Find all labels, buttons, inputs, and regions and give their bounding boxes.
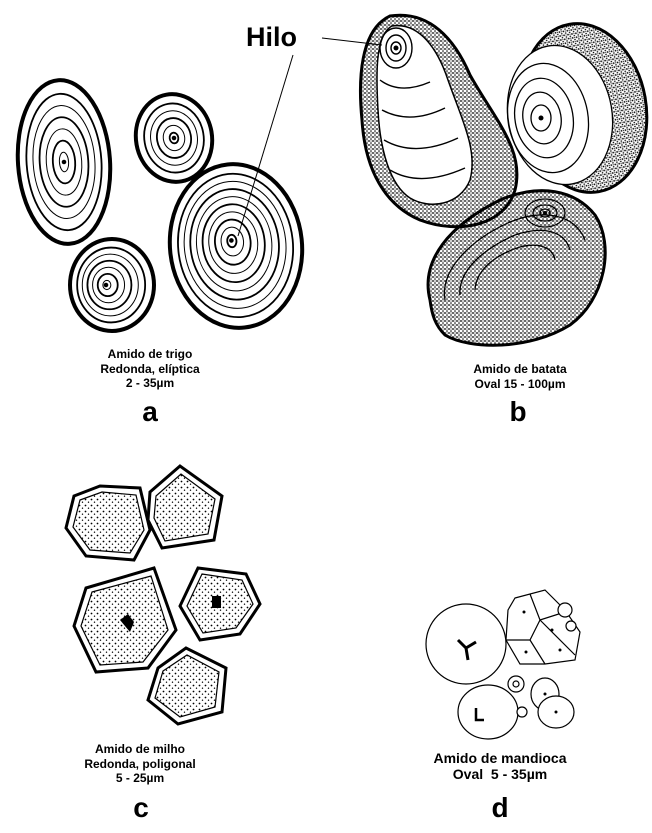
- caption-c: Amido de milho Redonda, poligonal 5 - 25…: [70, 742, 210, 786]
- wheat-starch-granules: [12, 77, 310, 334]
- panel-letter-b: b: [503, 396, 533, 428]
- corn-granule: [66, 486, 150, 560]
- caption-d: Amido de mandioca Oval 5 - 35µm: [410, 750, 590, 782]
- wheat-granule: [12, 77, 115, 247]
- corn-granule: [74, 568, 176, 672]
- potato-starch-granules: [360, 14, 652, 346]
- hilo-label: Hilo: [246, 22, 297, 53]
- caption-b-line-2: Oval 15 - 100µm: [450, 377, 590, 392]
- caption-d-line-1: Amido de mandioca: [410, 750, 590, 766]
- panel-letter-d: d: [485, 792, 515, 824]
- potato-granule: [360, 15, 517, 227]
- caption-c-line-3: 5 - 25µm: [70, 771, 210, 786]
- caption-a-line-3: 2 - 35µm: [80, 376, 220, 391]
- corn-granule: [148, 648, 226, 724]
- caption-c-line-2: Redonda, poligonal: [70, 757, 210, 772]
- corn-starch-granules: [66, 466, 260, 724]
- caption-d-line-2: Oval 5 - 35µm: [410, 766, 590, 782]
- caption-a-line-2: Redonda, elíptica: [80, 362, 220, 377]
- caption-b-line-1: Amido de batata: [450, 362, 590, 377]
- caption-c-line-1: Amido de milho: [70, 742, 210, 757]
- panel-letter-a: a: [135, 396, 165, 428]
- corn-granule: [148, 466, 222, 548]
- potato-granule: [497, 14, 652, 203]
- caption-a: Amido de trigo Redonda, elíptica 2 - 35µ…: [80, 347, 220, 391]
- corn-granule: [180, 568, 260, 640]
- wheat-granule: [162, 158, 310, 335]
- caption-b: Amido de batata Oval 15 - 100µm: [450, 362, 590, 391]
- panel-letter-c: c: [126, 792, 156, 824]
- wheat-granule: [70, 239, 154, 331]
- caption-a-line-1: Amido de trigo: [80, 347, 220, 362]
- cassava-starch-granules: [426, 590, 580, 739]
